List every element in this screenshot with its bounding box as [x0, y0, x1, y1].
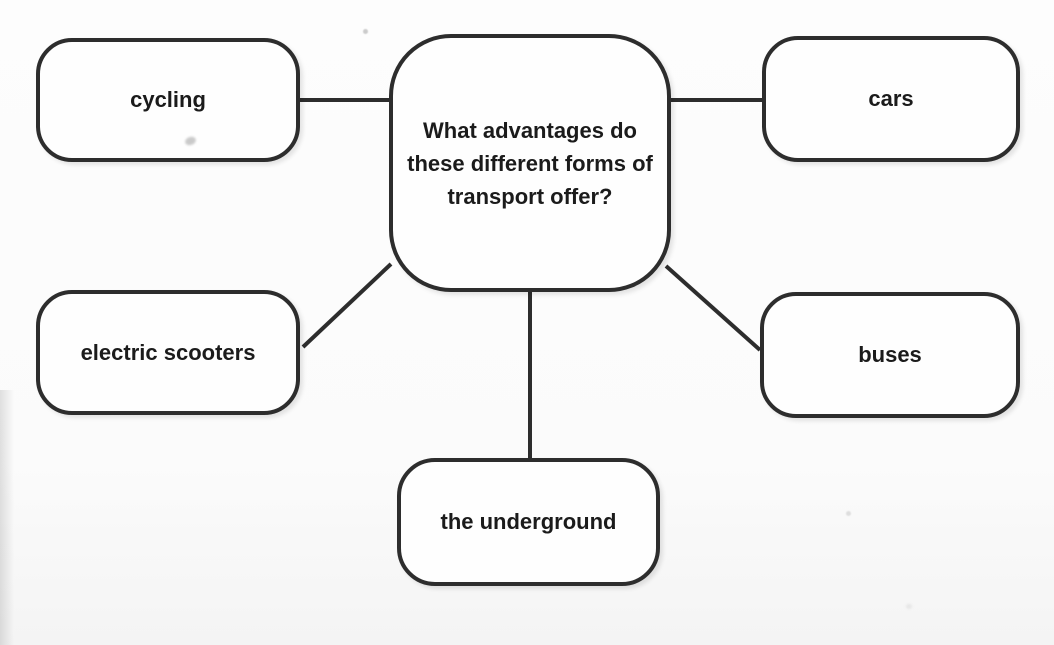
node-the-underground-label: the underground: [440, 509, 617, 534]
node-electric-scooters-label: electric scooters: [80, 339, 256, 365]
node-cycling-label: cycling: [130, 87, 206, 112]
node-cars-label: cars: [868, 86, 914, 111]
node-buses-label: buses: [858, 342, 922, 367]
central-question-line-1: What advantages do: [423, 117, 637, 143]
connector-scooters: [301, 262, 393, 349]
node-the-underground: the underground: [397, 458, 660, 586]
central-question-line-2: these different forms of: [407, 150, 653, 176]
central-question-line-3: transport offer?: [447, 183, 613, 209]
node-central-question: What advantages do these different forms…: [389, 34, 671, 292]
node-cars: cars: [762, 36, 1020, 162]
node-buses: buses: [760, 292, 1020, 418]
connector-buses: [664, 264, 762, 352]
node-electric-scooters: electric scooters: [36, 290, 300, 415]
central-question-text: What advantages do these different forms…: [407, 114, 653, 213]
node-cycling: cycling: [36, 38, 300, 162]
